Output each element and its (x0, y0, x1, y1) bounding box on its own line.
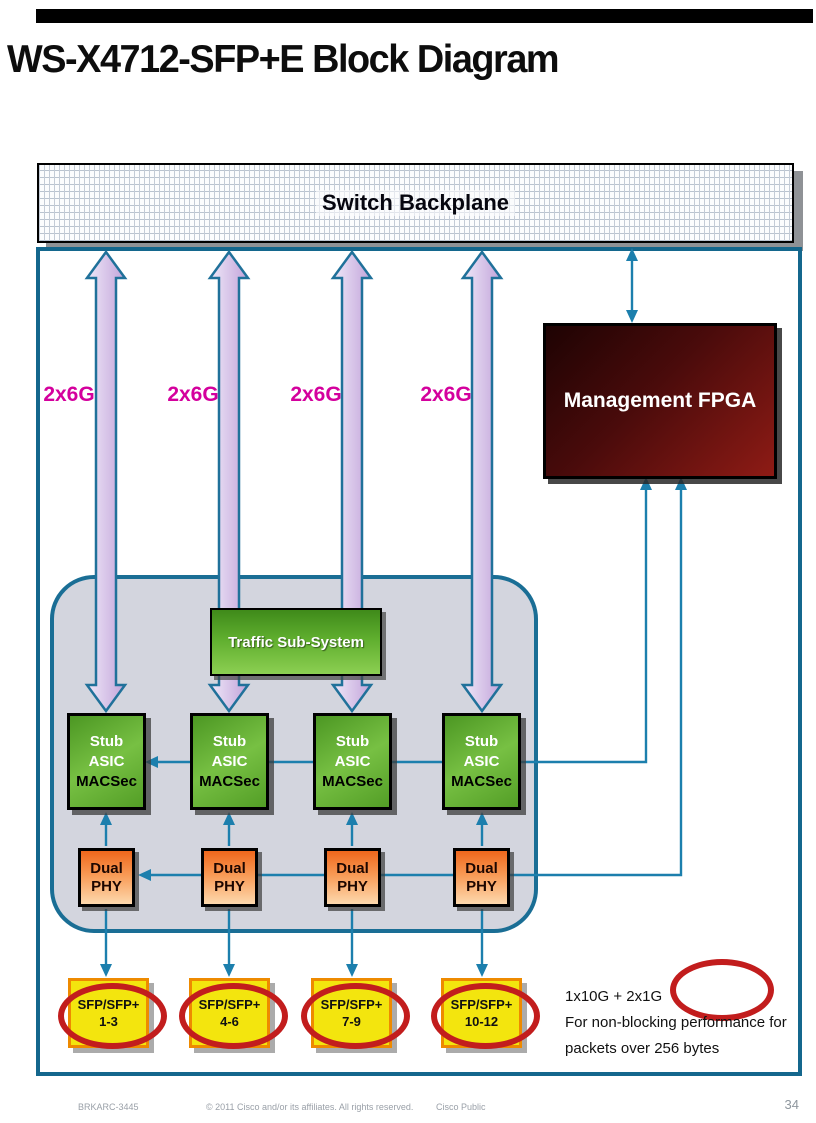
footer-session-id: BRKARC-3445 (78, 1102, 139, 1112)
management-fpga-label: Management FPGA (563, 389, 757, 412)
asic-label: ASIC (211, 752, 248, 770)
macsec-label: MACSec (322, 772, 383, 790)
legend-line-1: 1x10G + 2x1G (565, 988, 663, 1005)
stub-asic-box-1: Stub ASIC MACSec (67, 713, 146, 810)
asic-label: ASIC (88, 752, 125, 770)
legend-oval (670, 959, 774, 1021)
stub-label: Stub (335, 732, 370, 750)
stub-asic-box-4: Stub ASIC MACSec (442, 713, 521, 810)
page-title: WS-X4712-SFP+E Block Diagram (7, 38, 560, 81)
dual-label: Dual (336, 859, 369, 877)
highlight-oval-4 (431, 983, 540, 1049)
dual-phy-box-1: Dual PHY (78, 848, 135, 907)
stub-asic-box-2: Stub ASIC MACSec (190, 713, 269, 810)
phy-label: PHY (337, 877, 368, 895)
speed-label-3: 2x6G (290, 383, 342, 406)
legend-line-3: packets over 256 bytes (565, 1040, 720, 1057)
dual-phy-box-2: Dual PHY (201, 848, 258, 907)
footer-classification: Cisco Public (436, 1102, 486, 1112)
dual-phy-box-3: Dual PHY (324, 848, 381, 907)
dual-label: Dual (90, 859, 123, 877)
asic-label: ASIC (334, 752, 371, 770)
macsec-label: MACSec (451, 772, 512, 790)
traffic-subsystem-label: Traffic Sub-System (228, 633, 364, 651)
dual-label: Dual (465, 859, 498, 877)
traffic-subsystem-box: Traffic Sub-System (210, 608, 382, 676)
top-accent-bar (36, 9, 813, 23)
stub-label: Stub (464, 732, 499, 750)
footer-page-number: 34 (784, 1097, 799, 1112)
dual-label: Dual (213, 859, 246, 877)
footer-copyright: © 2011 Cisco and/or its affiliates. All … (206, 1102, 414, 1112)
highlight-oval-3 (301, 983, 410, 1049)
switch-backplane-label: Switch Backplane (315, 190, 516, 216)
asic-label: ASIC (463, 752, 500, 770)
macsec-label: MACSec (76, 772, 137, 790)
phy-label: PHY (91, 877, 122, 895)
legend-text: 1x10G + 2x1G For non-blocking performanc… (565, 984, 800, 1062)
legend-line-2: For non-blocking performance for (565, 1014, 787, 1031)
speed-label-4: 2x6G (420, 383, 472, 406)
stub-label: Stub (212, 732, 247, 750)
stub-label: Stub (89, 732, 124, 750)
macsec-label: MACSec (199, 772, 260, 790)
switch-backplane-box: Switch Backplane (37, 163, 794, 243)
stub-asic-box-3: Stub ASIC MACSec (313, 713, 392, 810)
phy-label: PHY (466, 877, 497, 895)
phy-label: PHY (214, 877, 245, 895)
speed-label-1: 2x6G (43, 383, 95, 406)
highlight-oval-1 (58, 983, 167, 1049)
dual-phy-box-4: Dual PHY (453, 848, 510, 907)
linecard-container (36, 247, 802, 1076)
highlight-oval-2 (179, 983, 288, 1049)
management-fpga-box: Management FPGA (543, 323, 777, 479)
speed-label-2: 2x6G (167, 383, 219, 406)
